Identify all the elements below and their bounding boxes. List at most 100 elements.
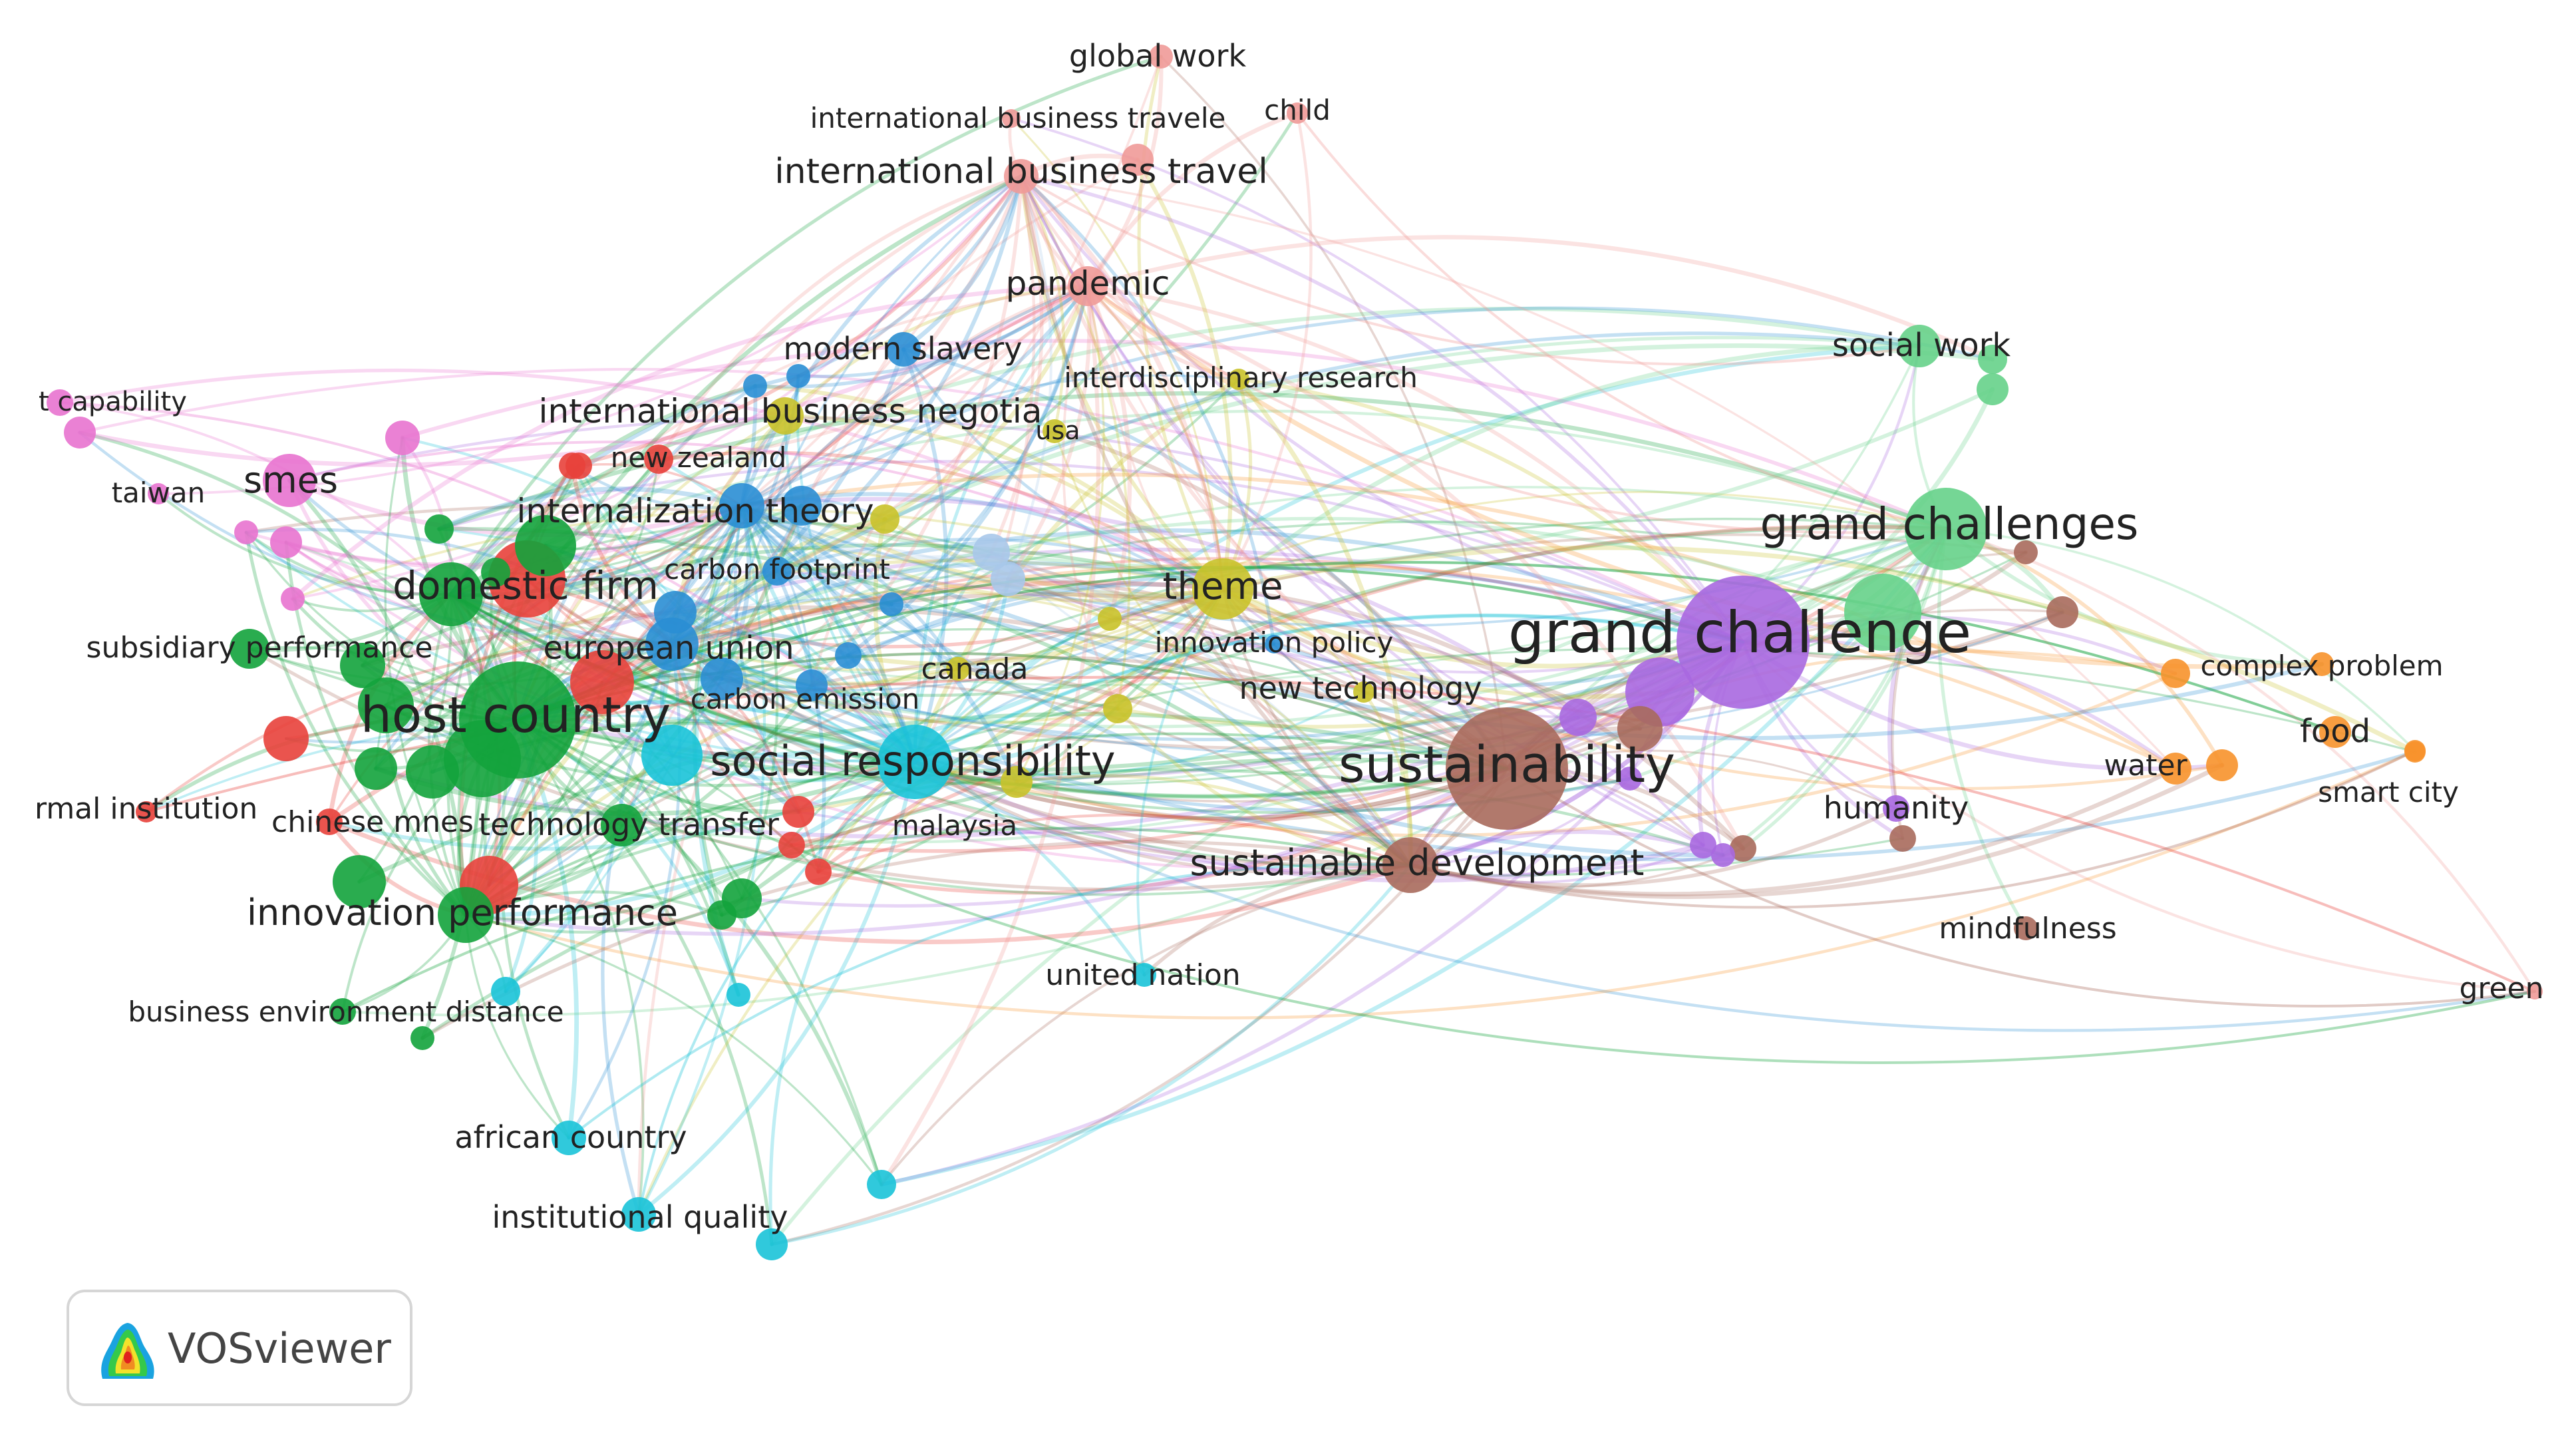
node-intl-bt-e[interactable] [1002,109,1021,128]
node-pink5[interactable] [270,526,302,558]
label-interdisciplinary-research[interactable]: interdisciplinary research [1064,361,1418,394]
node-hum2[interactable] [1889,825,1916,852]
node-water2[interactable] [2206,749,2238,781]
node-blue-d[interactable] [835,642,862,669]
node-malaysia[interactable] [1001,766,1033,798]
node-usa[interactable] [1043,419,1066,443]
label-carbon-footprint[interactable]: carbon footprint [664,553,890,586]
node-intl-bt2[interactable] [1122,144,1154,176]
node-mindfulness[interactable] [2014,916,2038,940]
label-internalization-theory[interactable]: internalization theory [516,492,874,530]
label-theme[interactable]: theme [1163,565,1283,608]
node-pink3[interactable] [385,421,420,455]
node-sustainability[interactable] [1446,707,1568,830]
label-new-technology[interactable]: new technology [1239,670,1482,706]
label-grand-challenges[interactable]: grand challenges [1760,498,2139,550]
node-iq2[interactable] [756,1228,788,1260]
node-yellow-a[interactable] [1098,607,1122,631]
node-pink2[interactable] [64,417,96,449]
node-sust-dev[interactable] [1382,837,1438,893]
node-tt[interactable] [601,804,643,846]
node-smart-city[interactable] [2404,740,2426,761]
label-smart-city[interactable]: smart city [2318,776,2459,809]
node-sw2[interactable] [1978,345,2007,374]
node-int-theory[interactable] [719,483,764,528]
node-green-b[interactable] [481,558,510,587]
node-grand-challenge[interactable] [1677,576,1810,709]
label-grand-challenge[interactable]: grand challenge [1508,600,1971,666]
node-yellow-b[interactable] [1103,694,1132,723]
label-technology-transfer[interactable]: technology transfer [478,807,779,842]
node-green[interactable] [2527,984,2543,999]
node-subsid2[interactable] [340,643,385,688]
node-chinese-mnes[interactable] [316,809,343,835]
node-ip2[interactable] [333,855,386,908]
node-interdisc[interactable] [1228,369,1249,390]
node-bed2[interactable] [491,977,520,1006]
label-sustainable-development[interactable]: sustainable development [1190,842,1645,884]
label-new-zealand[interactable]: new zealand [611,441,786,474]
label-food[interactable]: food [2300,713,2370,750]
label-sustainability[interactable]: sustainability [1339,735,1675,794]
label-global-work[interactable]: global work [1069,38,1247,74]
node-hc2[interactable] [358,677,414,733]
node-nz[interactable] [644,445,673,474]
node-bed[interactable] [329,998,356,1025]
node-blue-c[interactable] [880,592,903,616]
label-international-business-negotia[interactable]: international business negotia [539,392,1043,431]
node-cp2[interactable] [2161,659,2190,688]
label-child[interactable]: child [1264,94,1331,126]
node-sr2[interactable] [641,725,703,786]
node-carbon-emission[interactable] [701,657,743,700]
node-lightblue1[interactable] [973,534,1010,571]
node-int2[interactable] [782,486,822,526]
label-malaysia[interactable]: malaysia [892,809,1017,842]
node-social-resp[interactable] [878,725,952,799]
node-hc7[interactable] [355,747,397,790]
label-water[interactable]: water [2104,749,2187,783]
node-iq3[interactable] [867,1170,896,1199]
node-carbon-footprint[interactable] [762,556,792,586]
label-formal-institution[interactable]: rmal institution [35,792,257,826]
node-pink4[interactable] [234,520,258,544]
node-negotia[interactable] [766,397,804,435]
label-united-nation[interactable]: united nation [1045,958,1240,992]
node-water[interactable] [2160,753,2191,785]
node-red-b[interactable] [805,858,832,885]
node-humanity[interactable] [1883,795,1909,822]
node-ce2[interactable] [796,669,828,701]
node-brown1[interactable] [2014,540,2038,564]
label-carbon-emission[interactable]: carbon emission [691,683,920,715]
node-sd2[interactable] [1730,835,1756,862]
label-chinese-mnes[interactable]: chinese mnes [271,805,474,839]
label-subsidiary-performance[interactable]: subsidiary performance [86,631,433,665]
node-united-nation[interactable] [1132,963,1156,987]
node-sw3[interactable] [1977,373,2009,405]
label-complex-problem[interactable]: complex problem [2200,649,2443,682]
label-usa[interactable]: usa [1035,416,1080,445]
node-un2[interactable] [726,983,750,1007]
node-subsidiary[interactable] [230,629,269,669]
node-blue-a[interactable] [743,374,767,398]
node-new-technology[interactable] [1353,681,1374,703]
label-smes[interactable]: smes [243,459,338,501]
node-purple-b[interactable] [1690,832,1716,858]
node-gc4[interactable] [1559,699,1597,736]
node-intl-bt[interactable] [1004,159,1039,194]
node-hc6[interactable] [263,716,309,761]
node-red-a[interactable] [565,452,592,479]
node-modern-slavery[interactable] [886,332,921,367]
node-global-work[interactable] [1149,45,1173,69]
node-tt2[interactable] [782,796,814,828]
label-innovation-policy[interactable]: innovation policy [1155,626,1394,659]
label-mindfulness[interactable]: mindfulness [1939,912,2116,946]
node-complex-problem[interactable] [2310,652,2334,676]
node-social-work[interactable] [1898,325,1941,367]
node-food[interactable] [2319,716,2351,748]
label-taiwan[interactable]: taiwan [112,476,206,509]
node-ip5[interactable] [707,900,736,930]
label-humanity[interactable]: humanity [1824,790,1969,826]
label-international-business-travele[interactable]: international business travele [810,102,1226,134]
node-smes[interactable] [263,454,316,507]
